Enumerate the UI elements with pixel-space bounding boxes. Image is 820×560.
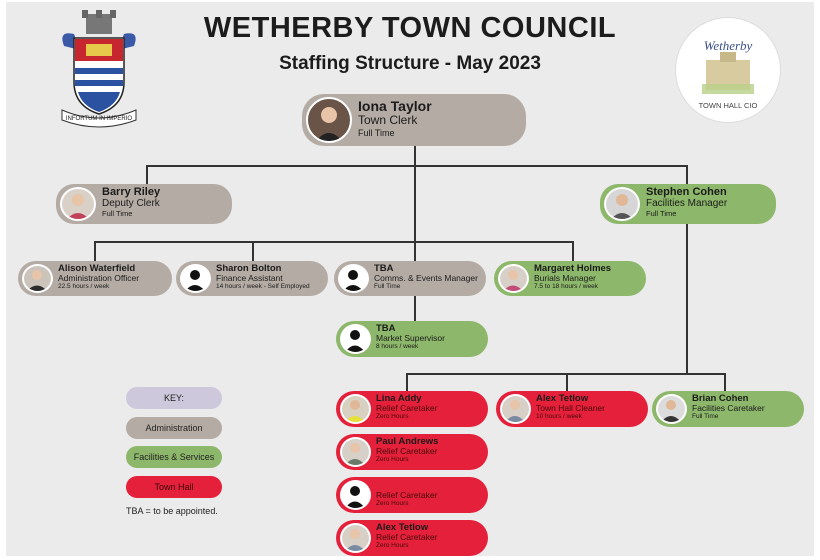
connector	[414, 165, 416, 283]
page-subtitle: Staffing Structure - May 2023	[279, 53, 541, 74]
working-hours: Zero Hours	[376, 456, 409, 464]
working-hours: Full Time	[692, 413, 719, 421]
silhouette-avatar-icon	[340, 324, 371, 354]
job-title: Deputy Clerk	[102, 197, 160, 209]
person-name: Paul Andrews	[376, 436, 439, 447]
node-relief-caretaker: Lina Addy Relief Caretaker Zero Hours	[336, 391, 488, 427]
connector	[686, 165, 688, 187]
working-hours: Full Time	[374, 283, 401, 291]
person-photo-avatar	[604, 187, 640, 221]
person-photo-avatar	[340, 437, 371, 467]
legend-facilities-services: Facilities & Services	[126, 446, 222, 468]
legend-administration: Administration	[126, 417, 222, 439]
person-photo-avatar	[22, 264, 53, 293]
person-photo-avatar	[656, 394, 687, 424]
job-title: Relief Caretaker	[376, 532, 438, 543]
working-hours: Zero Hours	[376, 542, 409, 550]
connector	[146, 165, 148, 187]
person-photo-avatar	[60, 187, 96, 221]
working-hours: 10 hours / week	[536, 413, 582, 421]
job-title: Relief Caretaker	[376, 490, 438, 500]
working-hours: 8 hours / week	[376, 343, 419, 351]
job-title: Administration Officer	[58, 273, 140, 284]
node-deputy-clerk: Barry Riley Deputy Clerk Full Time	[56, 184, 232, 224]
person-name: Alison Waterfield	[58, 263, 136, 274]
person-name: Brian Cohen	[692, 393, 749, 404]
node-facilities-manager: Stephen Cohen Facilities Manager Full Ti…	[600, 184, 776, 224]
person-photo-avatar	[498, 264, 529, 293]
node-facilities-caretaker: Brian Cohen Facilities Caretaker Full Ti…	[652, 391, 804, 427]
node-town-clerk: Iona Taylor Town Clerk Full Time	[302, 94, 526, 146]
working-hours: 7.5 to 18 hours / week	[534, 283, 598, 291]
node-town-hall-cleaner: Alex Tetlow Town Hall Cleaner 10 hours /…	[496, 391, 648, 427]
working-hours: Zero Hours	[376, 500, 409, 508]
council-crest-logo: INFORTUM IN IMPERIO	[56, 10, 142, 128]
person-name: Sharon Bolton	[216, 263, 282, 274]
connector	[724, 373, 726, 393]
job-title: Comms. & Events Manager	[374, 273, 478, 284]
working-hours: Full Time	[646, 208, 677, 218]
silhouette-avatar-icon	[338, 264, 369, 293]
node-relief-caretaker-vacant: Relief Caretaker Zero Hours	[336, 477, 488, 513]
connector	[94, 241, 96, 263]
job-title: Relief Caretaker	[376, 403, 438, 414]
person-photo-avatar	[500, 394, 531, 424]
working-hours: 14 hours / week - Self Employed	[216, 283, 310, 291]
connector	[686, 224, 688, 374]
logo-arc-text: TOWN HALL CIO	[699, 101, 758, 110]
working-hours: 22.5 hours / week	[58, 283, 110, 291]
silhouette-avatar-icon	[340, 480, 371, 510]
job-title: Market Supervisor	[376, 333, 445, 344]
person-name: Lina Addy	[376, 393, 422, 404]
node-finance-assistant: Sharon Bolton Finance Assistant 14 hours…	[176, 261, 328, 296]
person-photo-avatar	[306, 97, 352, 143]
node-administration-officer: Alison Waterfield Administration Officer…	[18, 261, 172, 296]
job-title: Town Clerk	[358, 113, 418, 128]
connector	[252, 241, 254, 263]
working-hours: Full Time	[358, 128, 395, 139]
job-title: Town Hall Cleaner	[536, 403, 605, 414]
connector	[94, 241, 574, 243]
silhouette-avatar-icon	[180, 264, 211, 293]
job-title: Relief Caretaker	[376, 446, 438, 457]
person-name: Alex Tetlow	[536, 393, 589, 404]
node-relief-caretaker: Alex Tetlow Relief Caretaker Zero Hours	[336, 520, 488, 556]
person-name: Iona Taylor	[358, 98, 432, 114]
person-name: Barry Riley	[102, 186, 161, 198]
working-hours: Zero Hours	[376, 413, 409, 421]
working-hours: Full Time	[102, 208, 133, 218]
town-hall-cio-logo: Wetherby TOWN HALL CIO	[676, 18, 780, 122]
legend-title: KEY:	[126, 387, 222, 409]
logo-script-text: Wetherby	[704, 38, 753, 53]
crest-motto: INFORTUM IN IMPERIO	[66, 116, 133, 122]
job-title: Facilities Caretaker	[692, 403, 765, 414]
connector	[146, 165, 688, 167]
person-name: Alex Tetlow	[376, 522, 429, 533]
job-title: Burials Manager	[534, 273, 596, 284]
person-name: TBA	[376, 323, 396, 334]
page-title: WETHERBY TOWN COUNCIL	[203, 12, 617, 44]
job-title: Finance Assistant	[216, 273, 283, 284]
person-name: Margaret Holmes	[534, 263, 612, 274]
connector	[406, 373, 408, 393]
connector	[414, 146, 416, 167]
node-comms-events-manager: TBA Comms. & Events Manager Full Time	[334, 261, 486, 296]
node-burials-manager: Margaret Holmes Burials Manager 7.5 to 1…	[494, 261, 646, 296]
person-photo-avatar	[340, 394, 371, 424]
connector	[572, 241, 574, 263]
legend-town-hall: Town Hall	[126, 476, 222, 498]
person-name: Stephen Cohen	[646, 186, 727, 198]
job-title: Facilities Manager	[646, 197, 728, 209]
person-photo-avatar	[340, 523, 371, 553]
connector	[566, 373, 568, 393]
node-relief-caretaker: Paul Andrews Relief Caretaker Zero Hours	[336, 434, 488, 470]
person-name: TBA	[374, 263, 394, 274]
node-market-supervisor: TBA Market Supervisor 8 hours / week	[336, 321, 488, 357]
connector	[414, 296, 416, 324]
legend-note: TBA = to be appointed.	[126, 506, 218, 516]
org-chart: INFORTUM IN IMPERIO Wetherby TOWN HALL C…	[6, 2, 814, 556]
